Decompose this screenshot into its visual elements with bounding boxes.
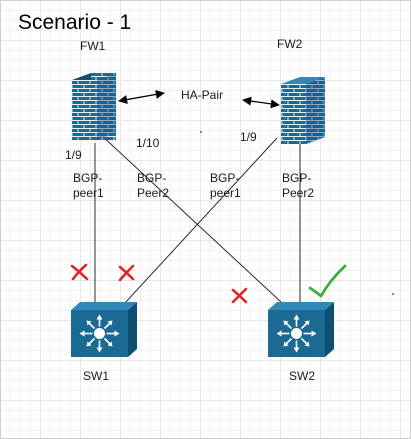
fw2-interface-1-9: 1/9: [240, 130, 257, 144]
fw1-label: FW1: [80, 39, 106, 53]
fw2-bgp-peer1-label: BGP- peer1: [210, 171, 243, 200]
ha-arrow-left: [118, 89, 165, 105]
stray-dot: [392, 293, 394, 295]
sw1-label: SW1: [83, 369, 109, 383]
failed-link-mark-fw1-sw2: [231, 287, 248, 304]
fw1-bgp-peer2-label: BGP- Peer2: [137, 171, 170, 200]
fw1-bgp-peer1-label: BGP- peer1: [73, 171, 106, 200]
failed-link-mark-fw1-sw1: [70, 263, 89, 281]
ok-link-check-fw2-sw2: [308, 264, 347, 298]
fw2-bgp-peer2-label: BGP- Peer2: [282, 171, 315, 200]
sw2-label: SW2: [289, 369, 315, 383]
fw1-interface-1-9: 1/9: [65, 148, 82, 162]
fw1-interface-1-10: 1/10: [136, 136, 160, 150]
firewall-icon: [72, 73, 116, 140]
ha-pair-label: HA-Pair: [181, 88, 223, 102]
layer3-switch-icon: [268, 302, 334, 357]
failed-link-mark-fw2-sw1: [118, 264, 135, 282]
diagram-title: Scenario - 1: [18, 11, 131, 34]
link-fw1-sw2: [99, 133, 282, 303]
stray-dot: [200, 131, 202, 133]
firewall-icon: [281, 77, 325, 144]
ha-arrow-right: [242, 96, 280, 109]
fw2-label: FW2: [277, 37, 303, 51]
layer3-switch-icon: [71, 302, 137, 357]
link-fw2-sw1: [123, 137, 278, 305]
